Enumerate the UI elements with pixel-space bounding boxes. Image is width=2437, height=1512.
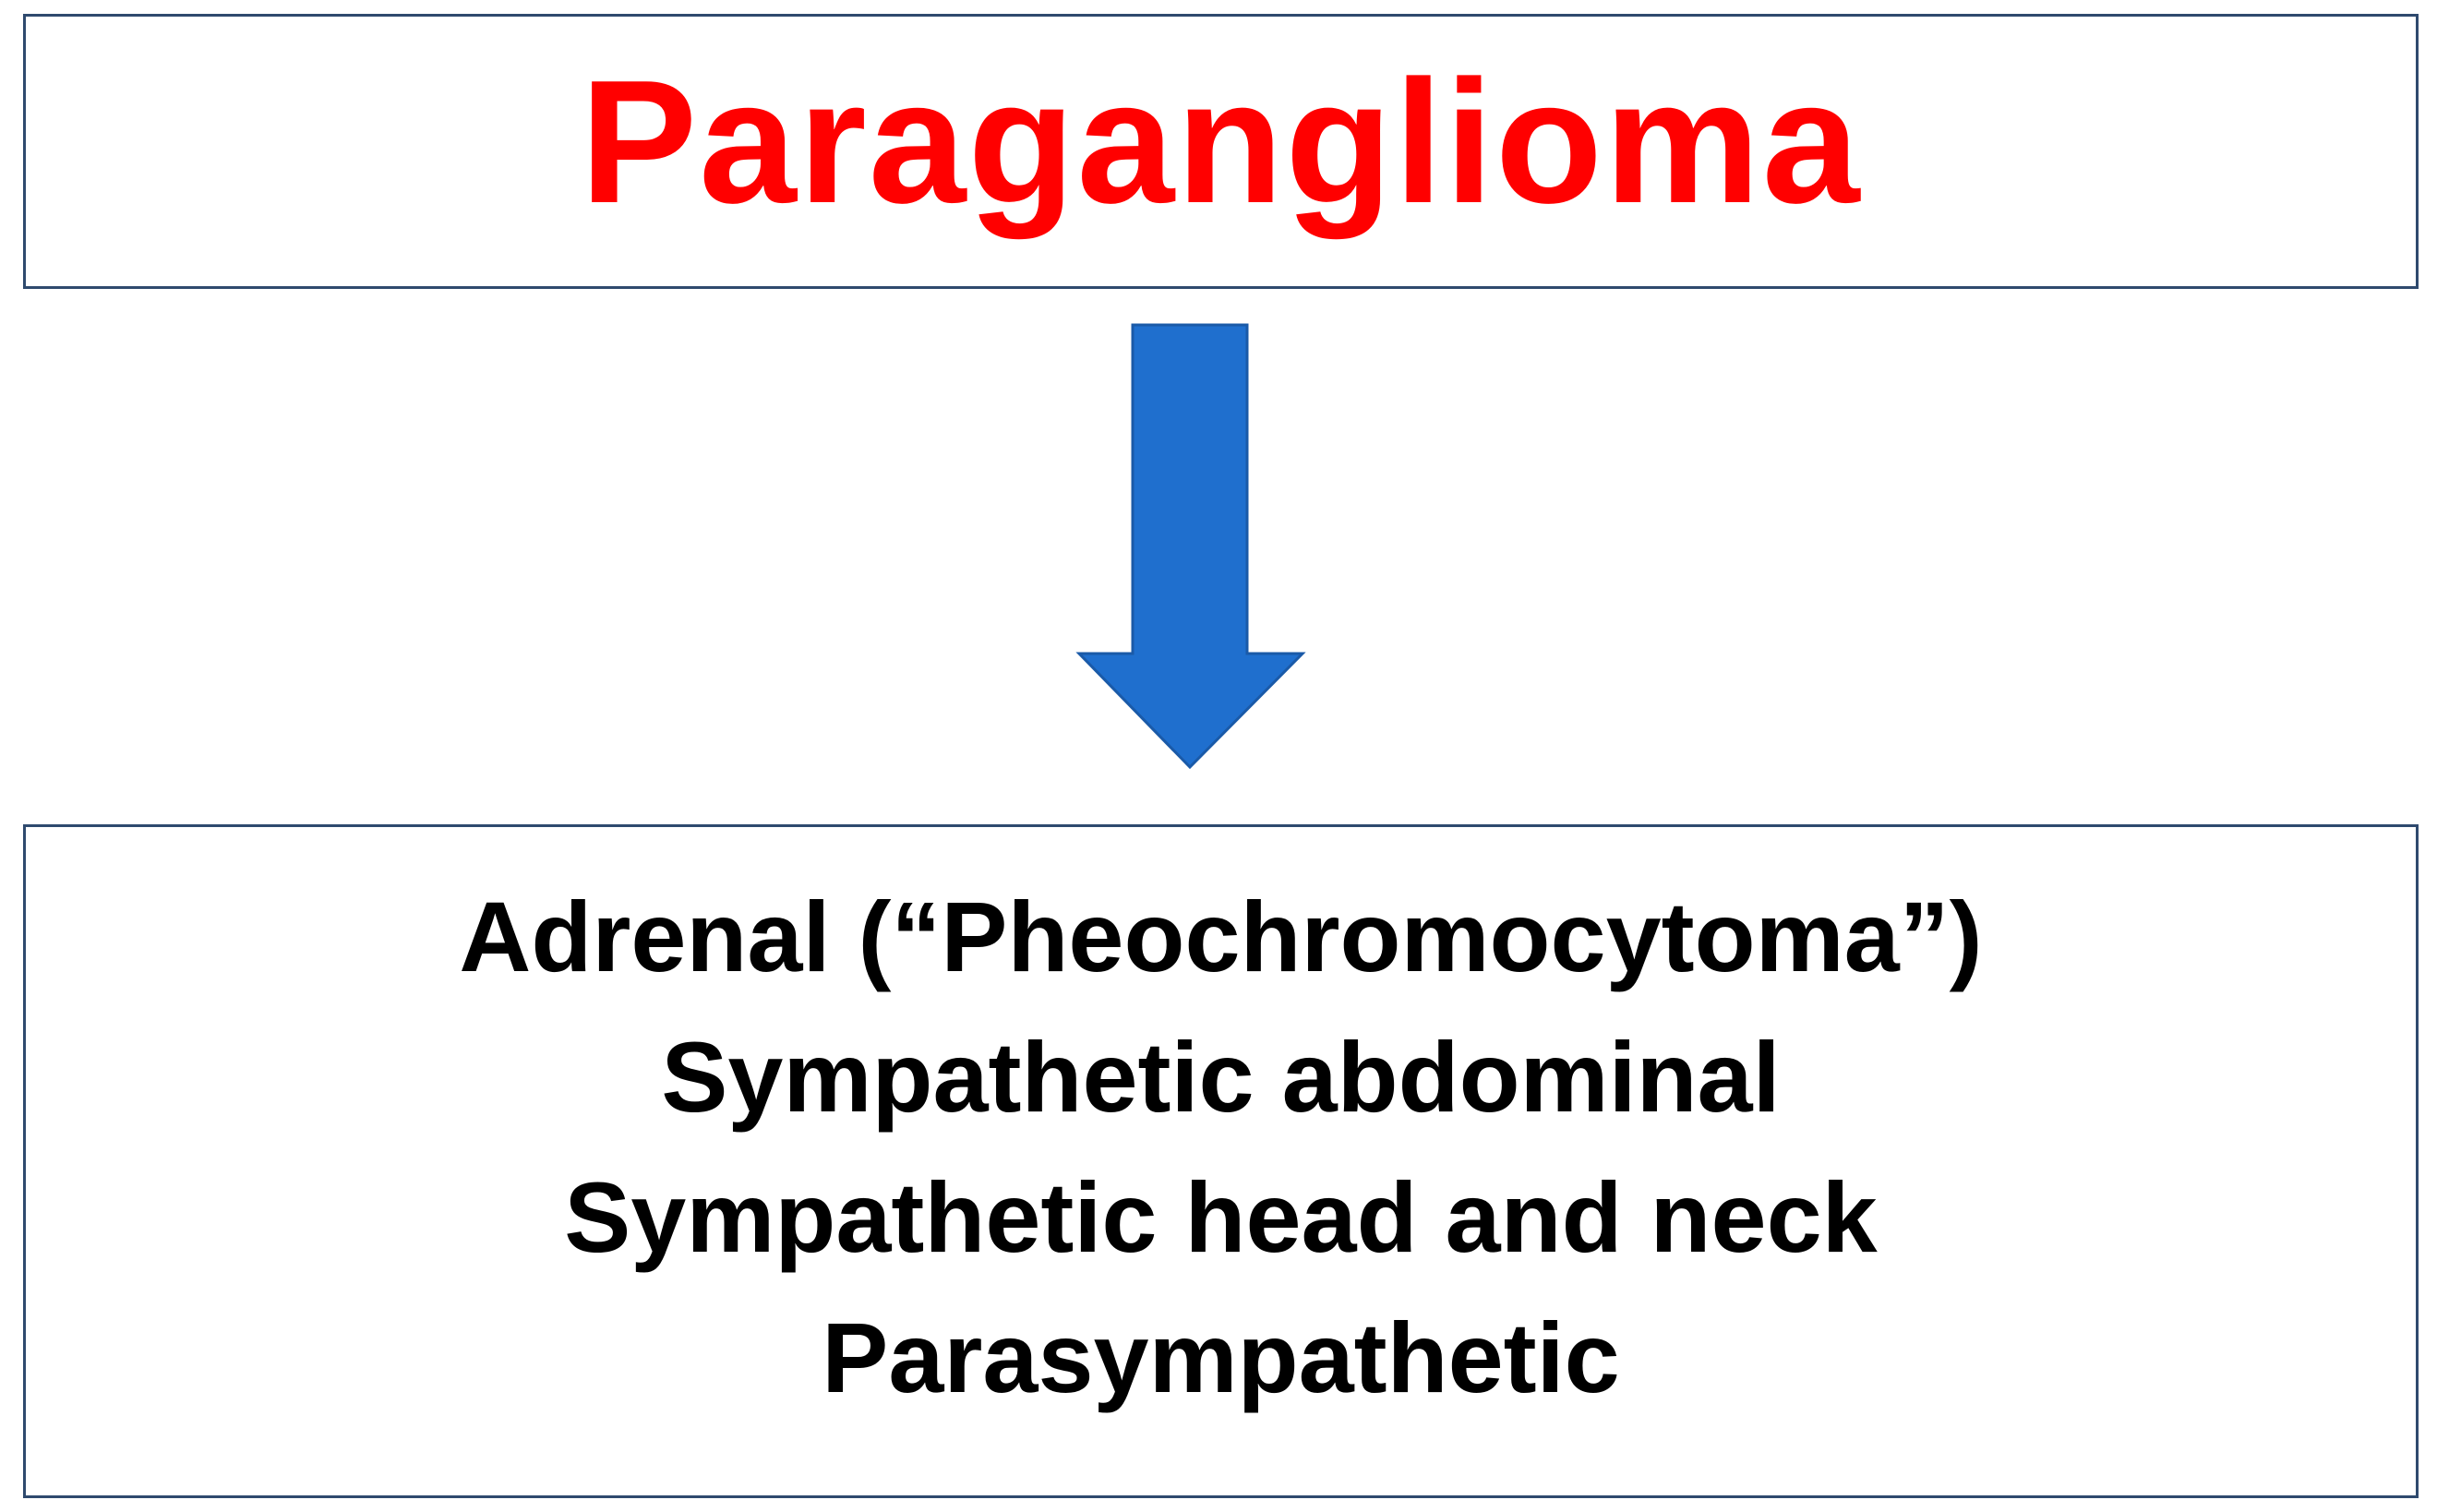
down-arrow-shape (1075, 323, 1306, 770)
subtypes-list: Adrenal (“Pheochromocytoma”) Sympathetic… (459, 867, 1982, 1428)
subtypes-box: Adrenal (“Pheochromocytoma”) Sympathetic… (23, 824, 2419, 1498)
list-item: Sympathetic head and neck (564, 1161, 1878, 1273)
down-arrow-icon (1075, 323, 1306, 770)
list-item: Sympathetic abdominal (661, 1021, 1781, 1133)
list-item: Parasympathetic (822, 1302, 1620, 1413)
diagram-title: Paraganglioma (580, 44, 1862, 240)
list-item: Adrenal (“Pheochromocytoma”) (459, 881, 1983, 992)
title-box: Paraganglioma (23, 14, 2419, 289)
